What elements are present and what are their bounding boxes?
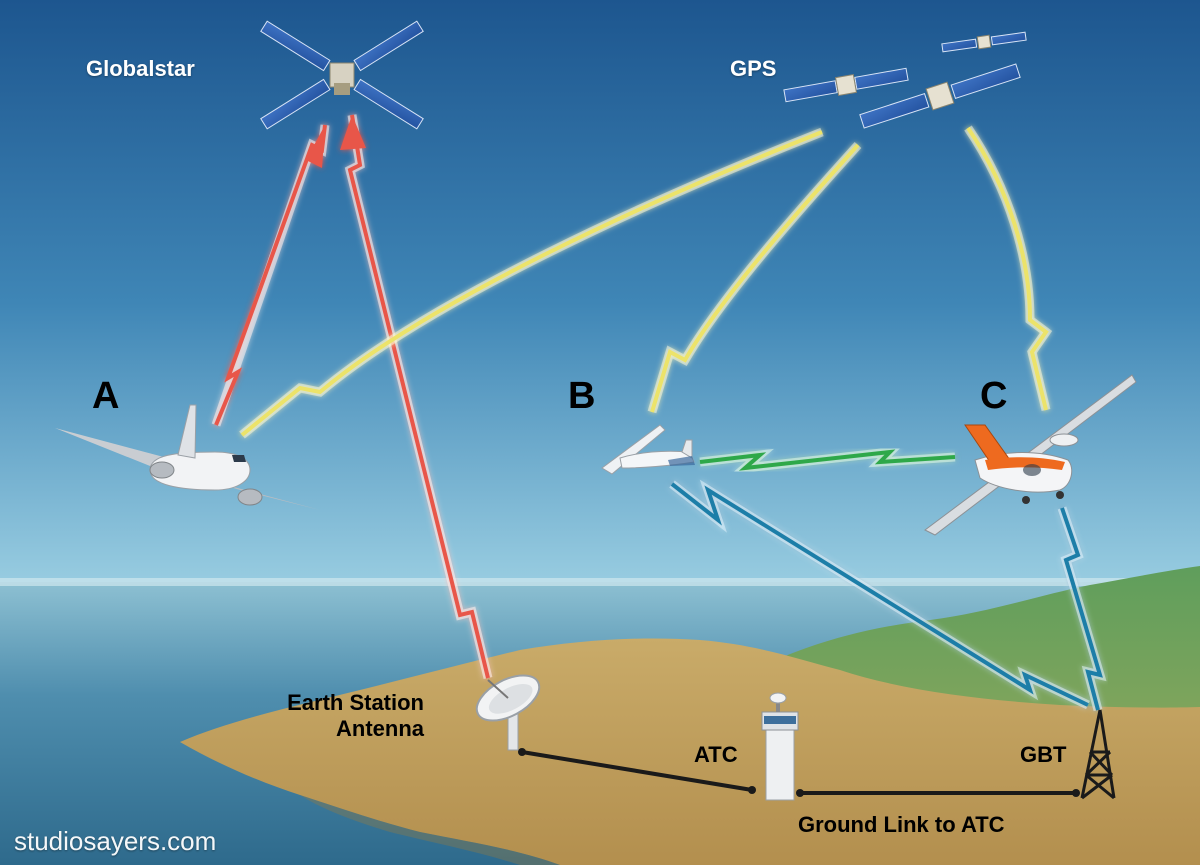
link-globalstar-to-a (211, 124, 330, 427)
link-gps-to-a (239, 127, 824, 439)
ground-link-lines (518, 748, 1080, 797)
aircraft-c-plane-icon (924, 374, 1137, 536)
link-b-to-gbt (669, 479, 1090, 710)
earth-station-antenna-icon (475, 674, 541, 751)
label-ground-link: Ground Link to ATC (798, 812, 1005, 837)
gbt-tower-icon (1080, 709, 1116, 800)
label-atc: ATC (694, 742, 738, 767)
label-earth-station-line1: Earth Station (287, 690, 424, 715)
link-gps-to-c (964, 125, 1053, 412)
aircraft-a-airliner-icon (55, 404, 320, 510)
globalstar-satellite-icon (260, 20, 424, 130)
aircraft-b-plane-icon (601, 424, 695, 475)
label-globalstar: Globalstar (86, 56, 195, 81)
link-c-to-gbt (1057, 506, 1107, 712)
label-aircraft-c: C (980, 375, 1008, 417)
watermark-text: studiosayers.com (14, 826, 217, 856)
link-globalstar-to-earth-station (340, 114, 493, 680)
coastline-land (180, 638, 1200, 865)
link-gps-to-b (647, 141, 862, 414)
label-gbt: GBT (1020, 742, 1067, 767)
label-earth-station-line2: Antenna (336, 716, 424, 741)
link-b-to-c (699, 446, 956, 475)
label-earth-station: Earth Station Antenna (272, 690, 424, 742)
label-aircraft-a: A (92, 375, 120, 417)
atc-tower-icon (761, 692, 799, 801)
label-gps: GPS (730, 56, 777, 81)
gps-satellite-icon (783, 31, 1027, 129)
label-aircraft-b: B (568, 375, 596, 417)
